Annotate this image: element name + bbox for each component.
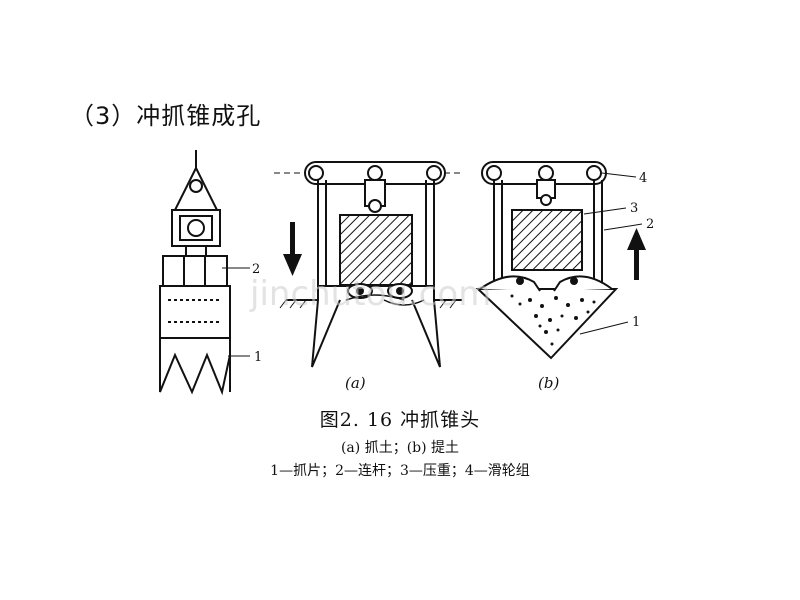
- panel-a-diagram: [274, 161, 462, 368]
- callout-1-left: 1: [254, 350, 262, 365]
- panel-b-label: (b): [538, 374, 559, 392]
- figure-legend: 1—抓片；2—连杆；3—压重；4—滑轮组: [270, 463, 530, 479]
- up-arrow-icon: [627, 228, 646, 280]
- panel-a-label: (a): [345, 374, 366, 392]
- watermark: jinchutou.com: [249, 274, 491, 314]
- callout-1-right: 1: [632, 315, 640, 330]
- side-view-grab: [159, 150, 250, 396]
- panel-b-diagram: [475, 161, 643, 360]
- soil-particles: [510, 294, 596, 346]
- callout-2-left: 2: [252, 262, 260, 277]
- figure-subtitle: (a) 抓土；(b) 提土: [340, 440, 460, 456]
- down-arrow-icon: [283, 222, 302, 276]
- callout-2-right: 2: [646, 217, 654, 232]
- slide-heading: （3）冲抓锥成孔: [70, 102, 262, 130]
- callout-3: 3: [630, 201, 638, 216]
- callout-4: 4: [639, 171, 647, 186]
- figure-title: 图2. 16 冲抓锥头: [319, 409, 481, 431]
